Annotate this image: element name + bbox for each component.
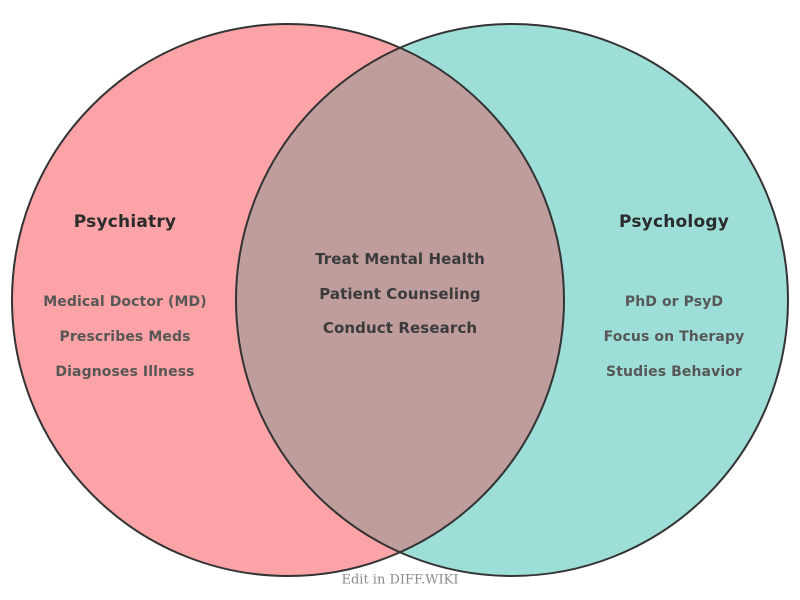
right-set-item-3: Studies Behavior xyxy=(606,364,742,380)
left-set-item-3: Diagnoses Illness xyxy=(55,364,195,380)
intersection-item-1: Treat Mental Health xyxy=(315,250,485,268)
venn-intersection-region[interactable] xyxy=(236,24,788,576)
intersection-item-2: Patient Counseling xyxy=(319,285,481,303)
left-set-item-2: Prescribes Meds xyxy=(59,329,191,345)
right-set-title: Psychology xyxy=(619,212,729,232)
right-set-item-1: PhD or PsyD xyxy=(624,294,724,310)
right-set-item-2: Focus on Therapy xyxy=(603,329,745,345)
intersection-item-3: Conduct Research xyxy=(322,319,478,337)
venn-circle-right-outline xyxy=(235,23,789,577)
left-set-title: Psychiatry xyxy=(73,212,177,232)
left-set-item-1: Medical Doctor (MD) xyxy=(43,294,207,310)
venn-circle-left-outline xyxy=(11,23,565,577)
edit-in-diff-wiki-label[interactable]: Edit in DIFF.WIKI xyxy=(341,572,459,588)
